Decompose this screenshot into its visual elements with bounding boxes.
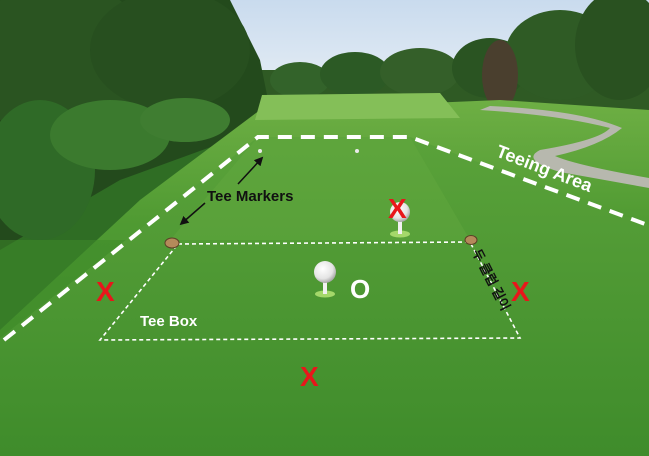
golf-ball-inside-tee-box <box>314 261 336 298</box>
cart-path <box>480 106 649 188</box>
background-trees <box>250 0 649 110</box>
x-mark-top: X <box>388 193 407 224</box>
tee-marker-arrow-up <box>237 156 264 185</box>
tee-marker-left <box>164 237 180 249</box>
golf-ball-outside-tee-box <box>390 202 410 238</box>
tee-marker-right <box>464 235 478 245</box>
tee-box-boundary <box>98 241 522 341</box>
x-mark-right: X <box>511 276 530 307</box>
distant-fairway <box>255 93 460 120</box>
x-mark-left: X <box>96 276 115 307</box>
left-trees <box>0 0 270 250</box>
tee-marker-arrow-down <box>179 202 206 226</box>
ok-mark: O <box>350 274 370 304</box>
x-mark-bottom: X <box>300 361 319 392</box>
tee-box-label: Tee Box <box>140 313 198 330</box>
tee-markers-label: Tee Markers <box>207 188 293 205</box>
teeing-area-boundary <box>2 135 646 342</box>
